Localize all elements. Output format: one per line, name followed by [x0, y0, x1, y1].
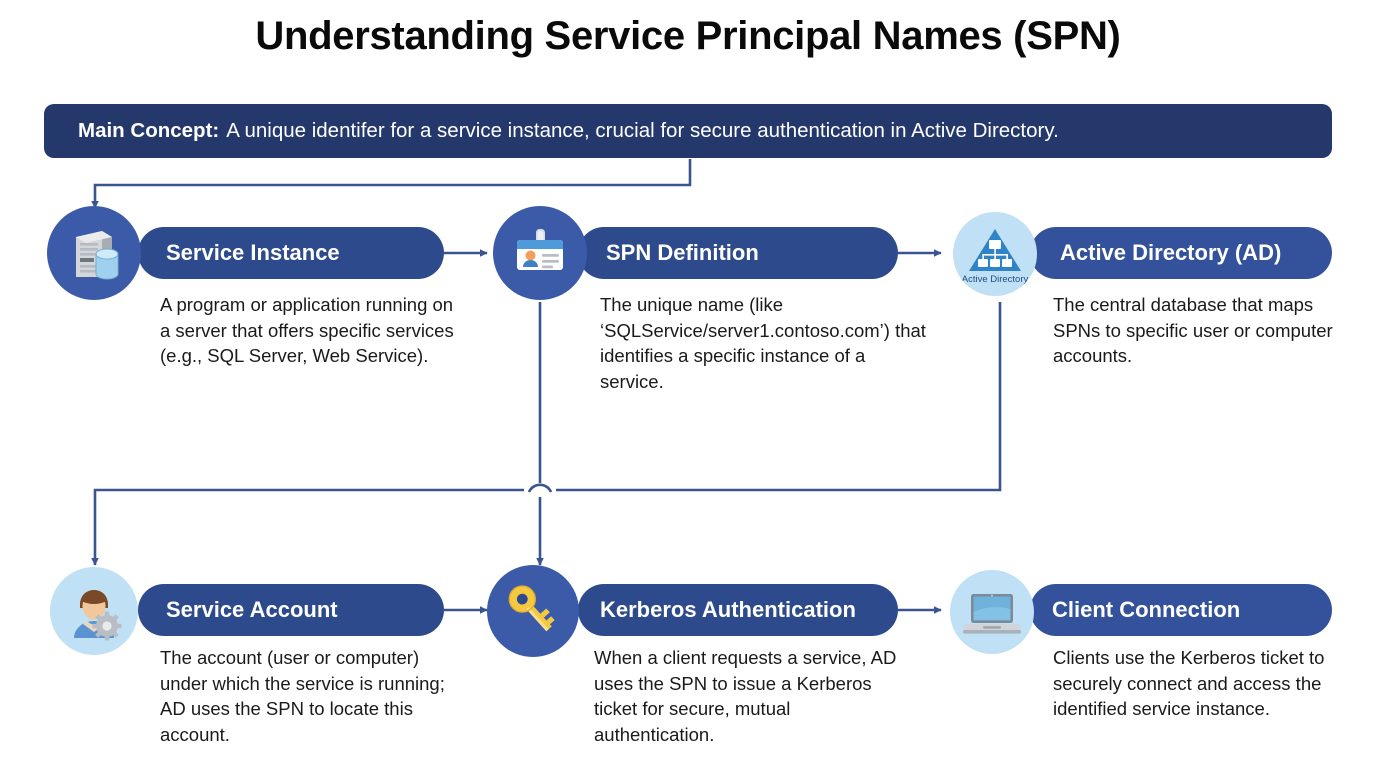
server-database-icon	[47, 206, 141, 300]
node-description-spn-definition: The unique name (like ‘SQLService/server…	[600, 294, 926, 392]
active-directory-icon-caption: Active Directory	[962, 274, 1029, 285]
main-concept-label: Main Concept:	[78, 119, 220, 142]
page-title: Understanding Service Principal Names (S…	[255, 14, 1121, 58]
main-concept-text: A unique identifer for a service instanc…	[226, 119, 1059, 142]
node-description-kerberos-authentication: When a client requests a service, AD use…	[594, 647, 897, 745]
node-description-active-directory: The central database that maps SPNs to s…	[1053, 294, 1333, 366]
node-title-client-connection: Client Connection	[1030, 584, 1332, 636]
main-concept-banner: Main Concept: A unique identifer for a s…	[44, 104, 1332, 158]
connector-banner-to-service-instance	[91, 159, 692, 209]
node-title-service-account: Service Account	[138, 584, 444, 636]
node-description-service-instance: A program or application running on a se…	[160, 294, 454, 366]
node-title-kerberos-authentication: Kerberos Authentication	[578, 584, 898, 636]
node-description-service-account: The account (user or computer) under whi…	[160, 647, 445, 745]
id-badge-icon	[493, 206, 587, 300]
connector-ad-to-service-account-b	[91, 488, 524, 566]
active-directory-icon: Active Directory	[953, 212, 1037, 296]
user-gear-icon	[50, 567, 138, 655]
gold-key-icon	[487, 565, 579, 657]
line-hop-arc	[527, 483, 553, 493]
node-title-active-directory: Active Directory (AD)	[1030, 227, 1332, 279]
node-title-spn-definition: SPN Definition	[578, 227, 898, 279]
laptop-icon	[950, 570, 1034, 654]
node-description-client-connection: Clients use the Kerberos ticket to secur…	[1053, 647, 1325, 719]
node-title-service-instance: Service Instance	[138, 227, 444, 279]
